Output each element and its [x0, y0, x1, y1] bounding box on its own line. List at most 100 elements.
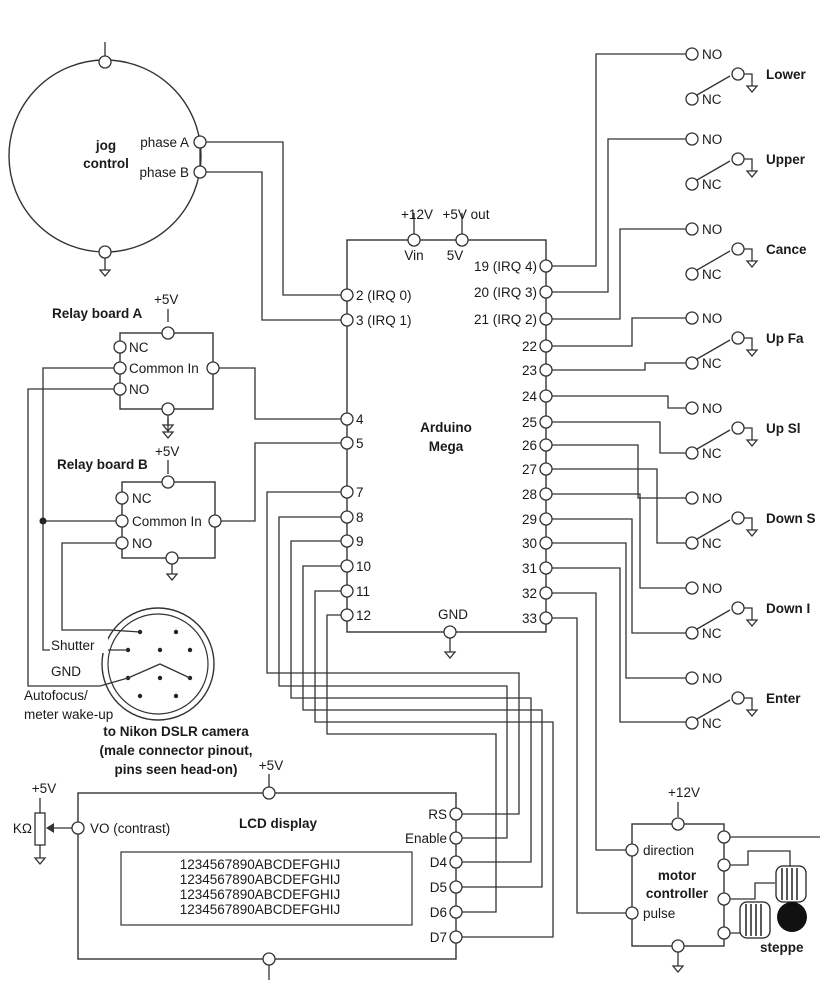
- arduino-pin: [340, 436, 354, 450]
- lcd-pin-label: D6: [430, 905, 447, 920]
- camera-pin: [173, 629, 179, 635]
- arduino-pin: [539, 487, 553, 501]
- lcd-supply-label: +5V: [259, 758, 283, 773]
- motor-title-2: controller: [646, 886, 709, 901]
- switch-no-label: NO: [702, 671, 722, 686]
- switch-nc-label: NC: [702, 446, 722, 461]
- switch-name: Enter: [766, 691, 801, 706]
- relay-b-title: Relay board B: [57, 457, 148, 472]
- arduino-right-pin-label: 33: [522, 611, 537, 626]
- arduino-left-pin-label: 8: [356, 510, 364, 525]
- switch-no-label: NO: [702, 47, 722, 62]
- switch-no-label: NO: [702, 401, 722, 416]
- arduino-left-pin-label: 5: [356, 436, 364, 451]
- arduino-name-2: Mega: [429, 439, 464, 454]
- relay-board-b: +5V Relay board B NC Common In NO: [57, 418, 222, 582]
- arduino-pin: [340, 485, 354, 499]
- camera-pin: [137, 693, 143, 699]
- motor-title: motor: [658, 868, 697, 883]
- relay-board-a: Relay board A +5V NC Common In NO: [52, 292, 220, 433]
- arduino-left-pin-label: 2 (IRQ 0): [356, 288, 412, 303]
- camera-shutter-label: Shutter: [51, 638, 95, 653]
- switch-name: Down I: [766, 601, 810, 616]
- lcd-display: +5V LCD display VO (contrast) 1234567890…: [71, 758, 463, 980]
- jog-wires: [206, 141, 341, 321]
- camera-pin: [157, 675, 163, 681]
- lcd-pin: [449, 930, 463, 944]
- arduino-pin: [340, 510, 354, 524]
- arduino-pin: [539, 536, 553, 550]
- arduino-right-pin-label: 21 (IRQ 2): [474, 312, 537, 327]
- arduino-left-pin-label: 3 (IRQ 1): [356, 313, 412, 328]
- arduino-right-pin-label: 28: [522, 487, 537, 502]
- jog-title: jog: [95, 138, 116, 153]
- arduino-vin-label: Vin: [404, 248, 423, 263]
- stepper-label: steppe: [760, 940, 804, 955]
- lcd-vo-label: VO (contrast): [90, 821, 170, 836]
- switch-name: Down S: [766, 511, 816, 526]
- arduino-pin: [539, 462, 553, 476]
- switch-name: Up Fa: [766, 331, 804, 346]
- motor-direction-label: direction: [643, 843, 694, 858]
- arduino-left-pin-label: 9: [356, 534, 364, 549]
- switch-nc-label: NC: [702, 177, 722, 192]
- arduino-right-pin-label: 26: [522, 438, 537, 453]
- camera-caption-2: (male connector pinout,: [99, 743, 252, 758]
- lcd-pin: [449, 855, 463, 869]
- lcd-pin-label: D4: [430, 855, 448, 870]
- camera-caption: to Nikon DSLR camera: [103, 724, 249, 739]
- switch-no-label: NO: [702, 311, 722, 326]
- limit-switch: NO NC Up Fa: [685, 311, 804, 371]
- arduino-pin: [539, 285, 553, 299]
- camera-autofocus-label: Autofocus/: [24, 688, 88, 703]
- jog-control: jog control phase A phase B: [8, 42, 207, 278]
- relay-a-nc: NC: [129, 340, 149, 355]
- arduino-left-pin-label: 7: [356, 485, 364, 500]
- lcd-screen-line: 1234567890ABCDEFGHIJ: [180, 902, 341, 917]
- arduino-right-pin-label: 25: [522, 415, 537, 430]
- switch-no-label: NO: [702, 581, 722, 596]
- lcd-screen-line: 1234567890ABCDEFGHIJ: [180, 887, 341, 902]
- contrast-potentiometer: +5V KΩ: [13, 781, 72, 866]
- arduino-left-pin-label: 10: [356, 559, 371, 574]
- lcd-screen-line: 1234567890ABCDEFGHIJ: [180, 857, 341, 872]
- switch-nc-label: NC: [702, 536, 722, 551]
- switch-name: Lower: [766, 67, 807, 82]
- camera-pin: [157, 647, 163, 653]
- arduino-name: Arduino: [420, 420, 472, 435]
- lcd-wires: [266, 491, 554, 938]
- arduino-right-pin-label: 22: [522, 339, 537, 354]
- arduino-pin: [340, 534, 354, 548]
- arduino-gnd-label: GND: [438, 607, 468, 622]
- arduino-pin: [539, 512, 553, 526]
- switch-no-label: NO: [702, 132, 722, 147]
- relay-b-no: NO: [132, 536, 152, 551]
- arduino-pin: [539, 611, 553, 625]
- lcd-pin: [449, 880, 463, 894]
- lcd-pin-label: Enable: [405, 831, 447, 846]
- switch-wires: [552, 53, 686, 914]
- arduino-pin: [340, 608, 354, 622]
- arduino-5v-label: 5V: [447, 248, 464, 263]
- arduino-mega: +12V +5V out Vin 5V Arduino Mega GND 2 (…: [340, 207, 553, 660]
- relay-b-nc: NC: [132, 491, 152, 506]
- switch-name: Up Sl: [766, 421, 801, 436]
- lcd-title: LCD display: [239, 816, 318, 831]
- arduino-right-pin-label: 19 (IRQ 4): [474, 259, 537, 274]
- pot-supply-label: +5V: [32, 781, 56, 796]
- motor-pulse-label: pulse: [643, 906, 675, 921]
- arduino-pin: [340, 584, 354, 598]
- camera-pin: [173, 693, 179, 699]
- arduino-pin: [340, 288, 354, 302]
- switch-nc-label: NC: [702, 356, 722, 371]
- switch-nc-label: NC: [702, 92, 722, 107]
- lcd-screen: [120, 851, 413, 926]
- motor-supply-label: +12V: [668, 785, 700, 800]
- arduino-right-pin-label: 20 (IRQ 3): [474, 285, 537, 300]
